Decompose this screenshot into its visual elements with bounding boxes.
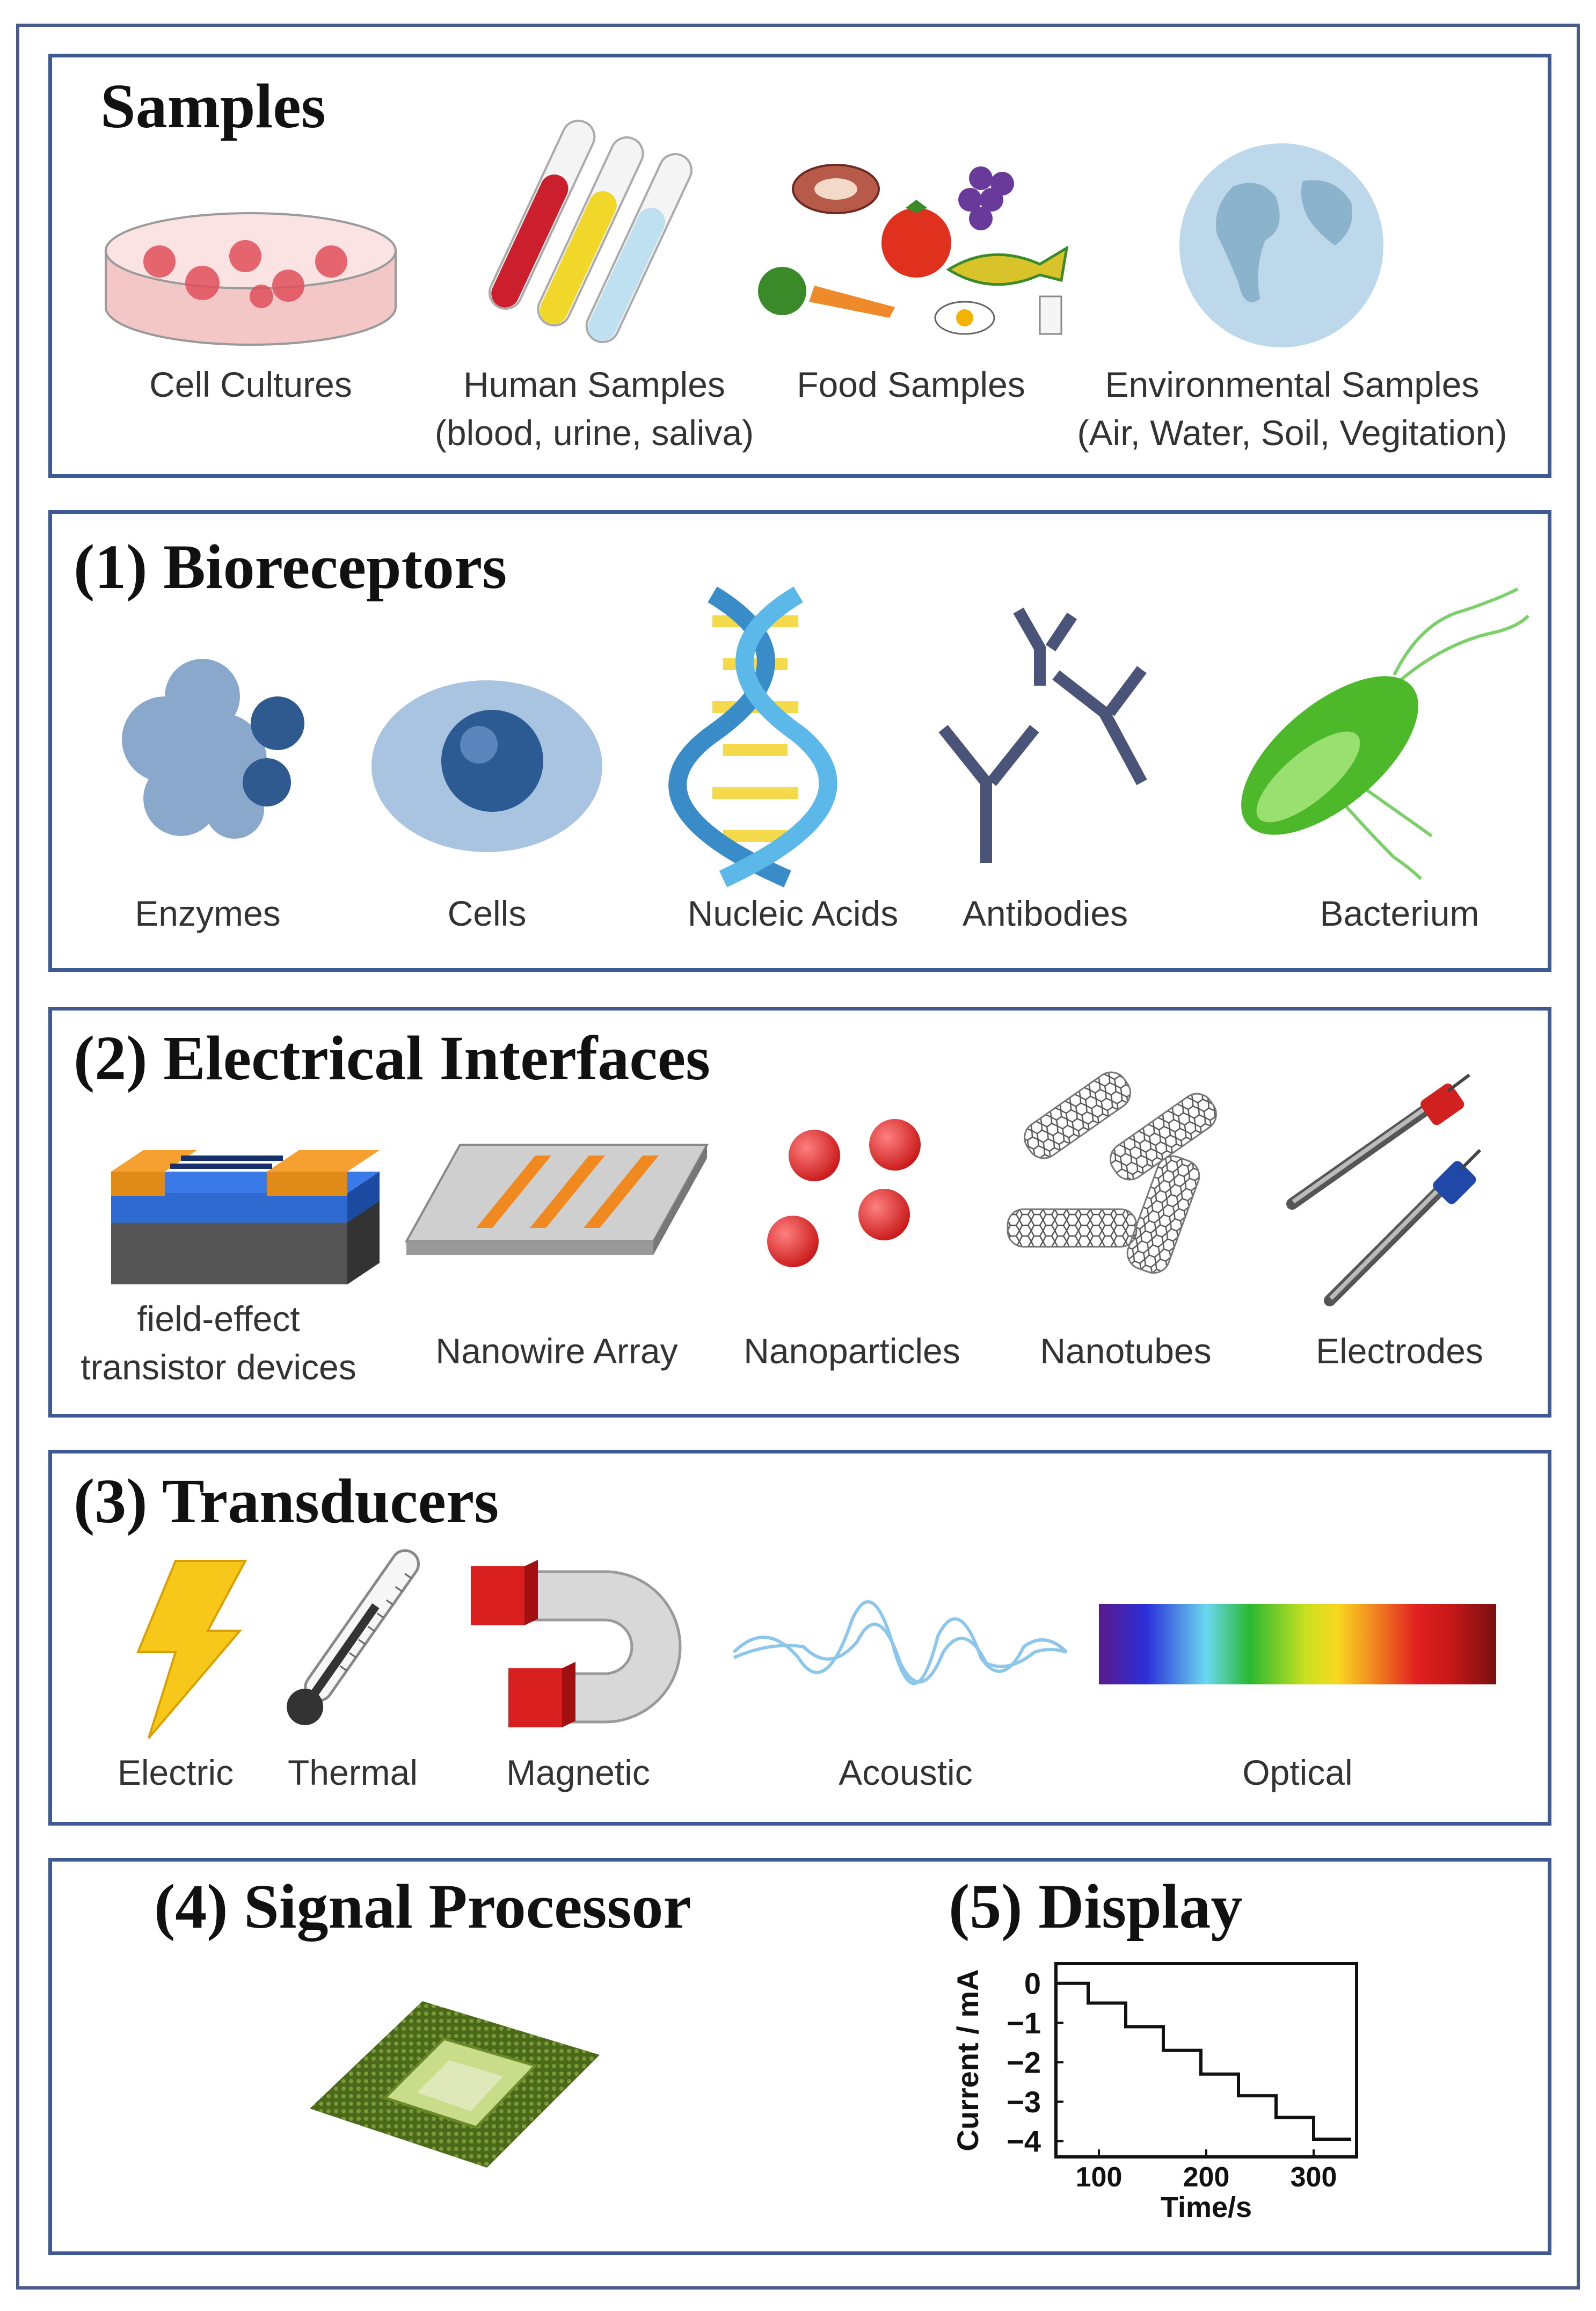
outer-frame bbox=[16, 24, 1580, 2290]
food-icon bbox=[758, 164, 1069, 335]
processor-chip-icon bbox=[310, 2001, 600, 2168]
y-tick-label: −4 bbox=[1007, 2125, 1041, 2159]
transducers-title: (3) Transducers bbox=[74, 1466, 499, 1536]
nanoparticles-icon bbox=[767, 1119, 921, 1267]
processor-title: (4) Signal Processor bbox=[154, 1871, 691, 1942]
dna-icon bbox=[668, 586, 837, 888]
sample-label-cell-cultures: Cell Cultures bbox=[149, 365, 352, 404]
bioreceptor-label-antibodies: Antibodies bbox=[962, 893, 1128, 933]
y-tick-label: −2 bbox=[1007, 2046, 1041, 2080]
x-tick-label: 200 bbox=[1183, 2162, 1230, 2193]
bioreceptor-label-bacterium: Bacterium bbox=[1320, 893, 1480, 933]
sample-sublabel-human: (blood, urine, saliva) bbox=[434, 413, 754, 453]
nanotubes-icon bbox=[1007, 1071, 1217, 1274]
sample-label-environmental: Environmental Samples bbox=[1105, 365, 1480, 404]
interfaces-title: (2) Electrical Interfaces bbox=[74, 1023, 710, 1093]
y-tick-label: 0 bbox=[1024, 1967, 1041, 2001]
y-axis-label: Current / mA bbox=[951, 1969, 985, 2151]
display-title: (5) Display bbox=[949, 1871, 1243, 1942]
bioreceptor-label-nucleic-acids: Nucleic Acids bbox=[687, 893, 899, 933]
interface-label-nanowire: Nanowire Array bbox=[435, 1331, 678, 1371]
globe-icon bbox=[1179, 143, 1383, 347]
electrodes-icon bbox=[1286, 1073, 1482, 1306]
samples-panel: Samples Cell Cultures Human Samples (blo… bbox=[48, 54, 1551, 478]
transducer-label-acoustic: Acoustic bbox=[839, 1753, 973, 1792]
sample-sublabel-environmental: (Air, Water, Soil, Vegitation) bbox=[1077, 413, 1507, 453]
bioreceptor-label-cells: Cells bbox=[447, 893, 527, 933]
antibodies-icon bbox=[938, 607, 1147, 863]
x-tick-label: 100 bbox=[1076, 2162, 1123, 2193]
bioreceptors-panel: (1) Bioreceptors Enzymes Cells Nucleic A… bbox=[48, 510, 1551, 972]
optical-spectrum-icon bbox=[1099, 1604, 1496, 1684]
samples-title: Samples bbox=[100, 71, 326, 141]
plot-frame bbox=[1054, 1962, 1358, 2159]
interface-label-nanotubes: Nanotubes bbox=[1040, 1331, 1212, 1371]
current-step-series bbox=[1056, 1981, 1351, 2141]
y-tick-label: −1 bbox=[1007, 2006, 1041, 2040]
fet-device-icon bbox=[111, 1150, 380, 1284]
transducer-label-magnetic: Magnetic bbox=[506, 1753, 650, 1792]
test-tubes-icon bbox=[489, 119, 693, 344]
interfaces-panel: (2) Electrical Interfaces field-effect t… bbox=[48, 1007, 1551, 1418]
y-tick-label: −3 bbox=[1007, 2085, 1041, 2119]
thermometer-icon bbox=[287, 1549, 420, 1725]
x-tick-label: 300 bbox=[1291, 2162, 1337, 2193]
petri-dish-icon bbox=[105, 212, 397, 346]
transducer-label-electric: Electric bbox=[117, 1753, 234, 1792]
transducers-panel: (3) Transducers Electric Thermal Magneti… bbox=[48, 1450, 1551, 1826]
magnet-icon bbox=[471, 1560, 682, 1727]
bioreceptors-title: (1) Bioreceptors bbox=[74, 532, 507, 602]
interface-sublabel-fet: transistor devices bbox=[81, 1347, 356, 1387]
interface-label-nanoparticles: Nanoparticles bbox=[744, 1331, 960, 1371]
processor-display-panel: (4) Signal Processor (5) Display 0 −1 −2 −3… bbox=[48, 1858, 1551, 2255]
cell-icon bbox=[371, 680, 602, 852]
sample-label-food: Food Samples bbox=[797, 365, 1025, 404]
bacterium-icon bbox=[1241, 587, 1530, 881]
sample-label-human: Human Samples bbox=[463, 365, 725, 404]
bioreceptor-label-enzymes: Enzymes bbox=[135, 893, 281, 933]
transducer-label-thermal: Thermal bbox=[287, 1753, 418, 1792]
x-axis-label: Time/s bbox=[1161, 2191, 1252, 2223]
interface-label-electrodes: Electrodes bbox=[1316, 1331, 1483, 1371]
transducer-label-optical: Optical bbox=[1242, 1753, 1353, 1792]
acoustic-wave-icon bbox=[732, 1600, 1068, 1685]
nanowire-array-icon bbox=[404, 1144, 709, 1255]
lightning-bolt-icon bbox=[136, 1560, 247, 1739]
interface-label-fet: field-effect bbox=[137, 1299, 300, 1339]
enzyme-icon bbox=[122, 659, 304, 839]
